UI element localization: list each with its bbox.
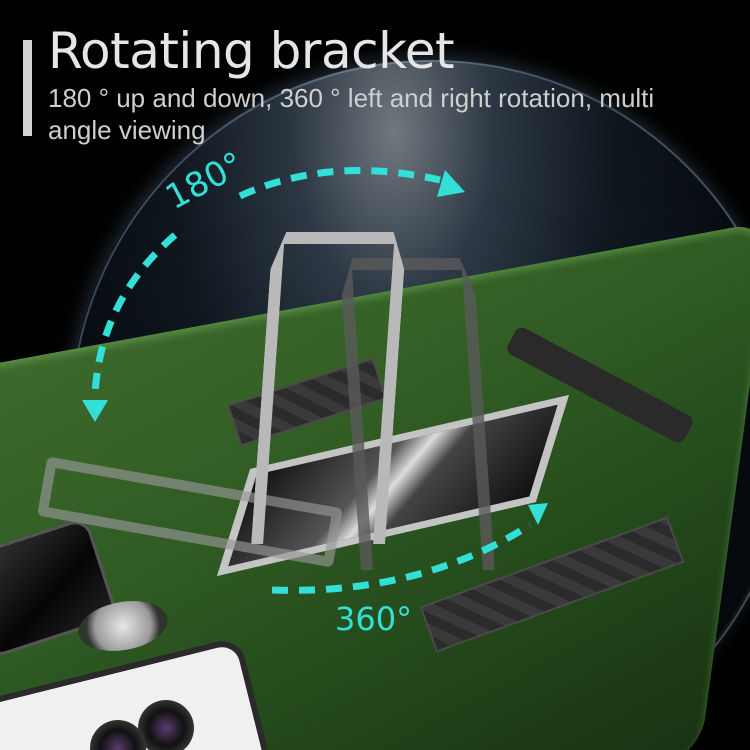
arc-180-left <box>91 232 178 396</box>
title-accent-bar <box>23 40 32 136</box>
arc-180-top <box>238 167 441 200</box>
camera-lens-icon <box>138 700 194 750</box>
arrowhead-down-icon <box>82 400 108 422</box>
rotation-360-label: 360° <box>335 600 413 638</box>
headline-subtitle: 180 ° up and down, 360 ° left and right … <box>48 83 655 145</box>
arc-360 <box>271 522 532 594</box>
arrowhead-right-icon <box>437 170 465 197</box>
arrowhead-up-icon <box>528 503 548 525</box>
headline-title: Rotating bracket <box>48 22 455 80</box>
